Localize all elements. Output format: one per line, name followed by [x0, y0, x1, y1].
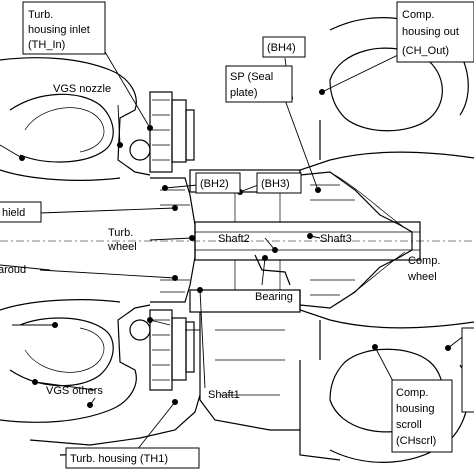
shaft2-label: Shaft2 — [218, 233, 250, 245]
seal-plate-label-1: SP (Seal — [230, 71, 273, 83]
turb-housing-inlet-label-3: (TH_In) — [28, 39, 65, 51]
comp-housing-out-label-1: Comp. — [402, 9, 434, 21]
comp-housing-out-label-3: (CH_Out) — [402, 45, 449, 57]
shroud-label: aroud — [0, 264, 26, 276]
turb-housing-inlet-label-1: Turb. — [28, 9, 53, 21]
bh2-box — [195, 172, 241, 194]
turb-housing-inlet-box — [22, 1, 106, 55]
turb-wheel-label-2: wheel — [107, 241, 137, 253]
shaft1-label: Shaft1 — [208, 389, 240, 401]
bh2-label: (BH2) — [200, 178, 229, 190]
comp-housing-out-box — [396, 1, 474, 63]
heat-shield-label: hield — [2, 207, 25, 219]
right-edge-box — [461, 327, 474, 413]
bh3-label: (BH3) — [261, 178, 290, 190]
bh4-label: (BH4) — [267, 42, 296, 54]
turb-housing-th1-label: Turb. housing (TH1) — [70, 453, 168, 465]
comp-wheel-label-2: wheel — [407, 271, 437, 283]
turb-wheel-label-1: Turb. — [108, 227, 133, 239]
comp-housing-scroll-box — [391, 379, 453, 453]
shaft3-label: Shaft3 — [320, 233, 352, 245]
bearing-label: Bearing — [255, 291, 293, 303]
compressor-wheel-drawing — [299, 171, 413, 309]
vgs-nozzle-drawing — [129, 91, 195, 391]
bh4-box — [262, 36, 306, 58]
comp-housing-scroll-label-1: Comp. — [396, 387, 428, 399]
heat-shield-box — [0, 201, 42, 223]
comp-wheel-label-1: Comp. — [408, 255, 440, 267]
comp-housing-out-label-2: housing out — [402, 26, 459, 38]
vgs-others-label: VGS others — [46, 385, 103, 397]
comp-housing-scroll-label-2: housing — [396, 403, 435, 415]
vgs-nozzle-label: VGS nozzle — [53, 83, 111, 95]
seal-plate-label-2: plate) — [230, 87, 258, 99]
bh3-box — [256, 172, 302, 194]
center-housing-drawing — [189, 159, 421, 431]
comp-housing-scroll-label-3: scroll — [396, 419, 422, 431]
turb-housing-th1-box — [65, 447, 200, 469]
seal-plate-box — [225, 65, 293, 103]
comp-housing-scroll-label-4: (CHscrl) — [396, 435, 436, 447]
turb-housing-inlet-label-2: housing inlet — [28, 24, 90, 36]
